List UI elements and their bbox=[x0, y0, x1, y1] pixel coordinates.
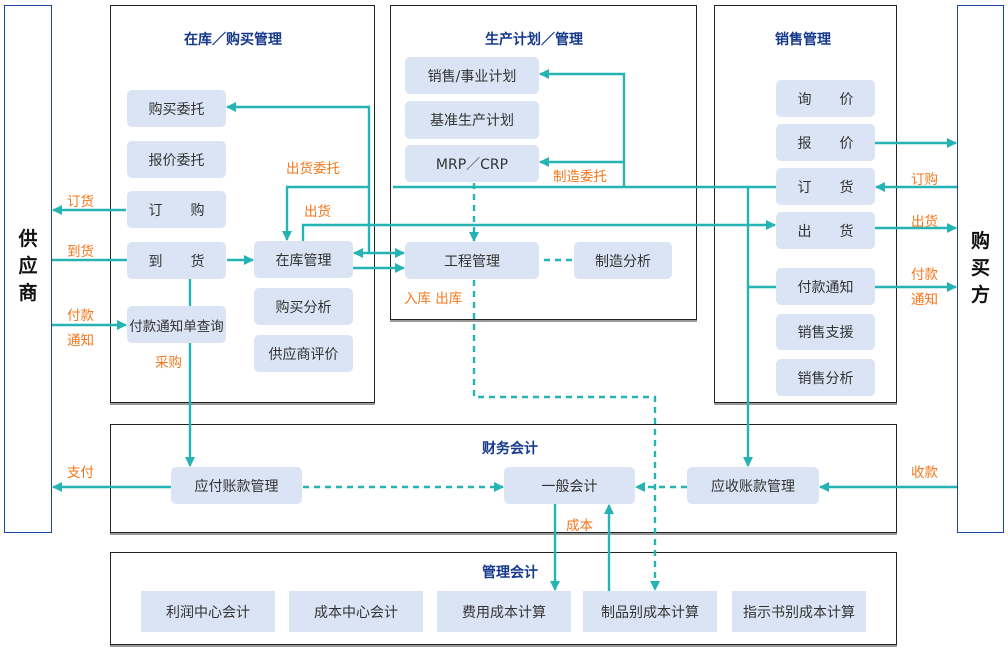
node-general-accounting[interactable]: 一般会计 bbox=[504, 467, 635, 504]
node-expense-cost-calc[interactable]: 费用成本计算 bbox=[437, 591, 571, 632]
node-sales-order[interactable]: 订 货 bbox=[776, 168, 875, 205]
node-supplier-evaluation[interactable]: 供应商评价 bbox=[254, 335, 353, 372]
production-title: 生产计划／管理 bbox=[485, 32, 583, 48]
label-shipping-request: 出货委托 bbox=[286, 161, 340, 177]
label-purchase: 采购 bbox=[155, 355, 182, 371]
node-mrp-crp[interactable]: MRP／CRP bbox=[405, 145, 539, 182]
label-payment-notice-buyer-2: 通知 bbox=[911, 292, 938, 308]
node-purchase-analysis[interactable]: 购买分析 bbox=[254, 288, 353, 325]
buyer-label: 购 买 方 bbox=[970, 230, 990, 306]
node-shipment[interactable]: 出 货 bbox=[776, 212, 875, 249]
node-sales-analysis[interactable]: 销售分析 bbox=[776, 359, 875, 396]
node-cost-center-accounting[interactable]: 成本中心会计 bbox=[289, 591, 423, 632]
node-payment-notice[interactable]: 付款通知 bbox=[776, 268, 875, 305]
label-order-to-supplier: 订货 bbox=[67, 194, 94, 210]
inventory-purchase-title: 在库／购买管理 bbox=[184, 32, 282, 48]
node-goods-arrival[interactable]: 到 货 bbox=[127, 242, 226, 279]
node-accounts-payable[interactable]: 应付账款管理 bbox=[171, 467, 302, 504]
node-sales-support[interactable]: 销售支援 bbox=[776, 314, 875, 350]
management-accounting-title: 管理会计 bbox=[482, 565, 538, 581]
label-payment-notice-1: 付款 bbox=[67, 308, 94, 324]
node-sales-business-plan[interactable]: 销售/事业计划 bbox=[405, 57, 539, 94]
node-quote-request[interactable]: 报价委托 bbox=[127, 141, 226, 178]
node-inventory-management[interactable]: 在库管理 bbox=[254, 241, 353, 278]
node-process-management[interactable]: 工程管理 bbox=[405, 242, 539, 279]
node-manufacturing-analysis[interactable]: 制造分析 bbox=[574, 242, 672, 279]
label-arrival: 到货 bbox=[67, 244, 94, 260]
supplier-panel: 供 应 商 bbox=[4, 5, 52, 533]
node-master-production-plan[interactable]: 基准生产计划 bbox=[405, 101, 539, 139]
label-cost: 成本 bbox=[566, 518, 593, 534]
node-quotation[interactable]: 报 价 bbox=[776, 124, 875, 161]
financial-accounting-title: 财务会计 bbox=[482, 441, 538, 457]
node-inquiry[interactable]: 询 价 bbox=[776, 80, 875, 117]
buyer-panel: 购 买 方 bbox=[957, 5, 1004, 533]
node-product-cost-calc[interactable]: 制品别成本计算 bbox=[583, 591, 717, 632]
label-payment-notice-2: 通知 bbox=[67, 333, 94, 349]
label-in-out-stock: 入库 出库 bbox=[404, 291, 463, 307]
label-manufacturing-request: 制造委托 bbox=[553, 169, 607, 185]
node-job-order-cost-calc[interactable]: 指示书别成本计算 bbox=[732, 591, 866, 632]
label-receipt: 收款 bbox=[911, 465, 938, 481]
label-pay: 支付 bbox=[67, 465, 94, 481]
node-payment-notice-inquiry[interactable]: 付款通知单查询 bbox=[127, 306, 226, 343]
node-purchase-request[interactable]: 购买委托 bbox=[127, 90, 226, 127]
label-order-from-buyer: 订购 bbox=[911, 172, 938, 188]
label-shipping-internal: 出货 bbox=[304, 204, 331, 220]
node-purchase-order[interactable]: 订 购 bbox=[127, 191, 226, 228]
label-shipping-to-buyer: 出货 bbox=[911, 214, 938, 230]
label-payment-notice-buyer-1: 付款 bbox=[911, 267, 938, 283]
sales-title: 销售管理 bbox=[775, 32, 831, 48]
supplier-label: 供 应 商 bbox=[18, 228, 38, 304]
node-profit-center-accounting[interactable]: 利润中心会计 bbox=[141, 591, 275, 632]
node-accounts-receivable[interactable]: 应收账款管理 bbox=[687, 467, 819, 504]
